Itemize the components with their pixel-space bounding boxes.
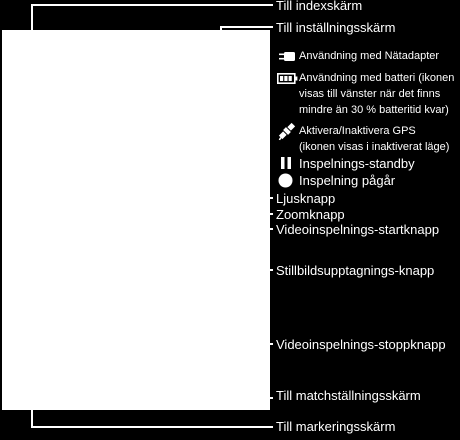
- label-zoom-button: Zoomknapp: [276, 207, 345, 222]
- label-settings-screen: Till inställningsskärm: [276, 20, 396, 35]
- leader-index: [31, 4, 273, 35]
- label-rec-standby: Inspelnings-standby: [299, 156, 415, 171]
- leader-match: [220, 397, 273, 405]
- leader-marking: [31, 405, 273, 428]
- plug-icon: [279, 52, 295, 61]
- battery-description: Användning med batteri (ikonen visas til…: [299, 70, 454, 118]
- satellite-icon: [278, 122, 296, 141]
- label-video-start: Videoinspelnings-startknapp: [276, 222, 440, 237]
- battery-icon: [277, 73, 298, 84]
- label-index-screen: Till indexskärm: [276, 0, 363, 13]
- label-marking-screen: Till markeringsskärm: [276, 419, 396, 434]
- label-video-stop: Videoinspelnings-stoppknapp: [276, 337, 446, 352]
- gps-description: Aktivera/Inaktivera GPS (ikonen visas i …: [299, 123, 449, 155]
- label-light-button: Ljusknapp: [276, 191, 336, 206]
- label-gps-line1: Aktivera/Inaktivera GPS: [299, 125, 416, 137]
- label-ac-adapter: Användning med Nätadapter: [299, 50, 440, 62]
- label-still-capture: Stillbildsupptagnings-knapp: [276, 263, 435, 278]
- label-gps-line2: (ikonen visas i inaktiverat läge): [299, 141, 450, 153]
- label-match-settings: Till matchställningsskärm: [276, 388, 421, 403]
- device-screen-panel: [2, 30, 270, 410]
- leader-settings: [220, 26, 273, 35]
- pause-icon: [281, 157, 291, 169]
- label-recording: Inspelning pågår: [299, 173, 396, 188]
- label-battery-line2: visas till vänster när det finns: [299, 88, 441, 100]
- record-dot-icon: [278, 173, 293, 188]
- label-battery-line1: Användning med batteri (ikonen: [299, 72, 455, 84]
- label-battery-line3: mindre än 30 % batteritid kvar): [299, 104, 449, 116]
